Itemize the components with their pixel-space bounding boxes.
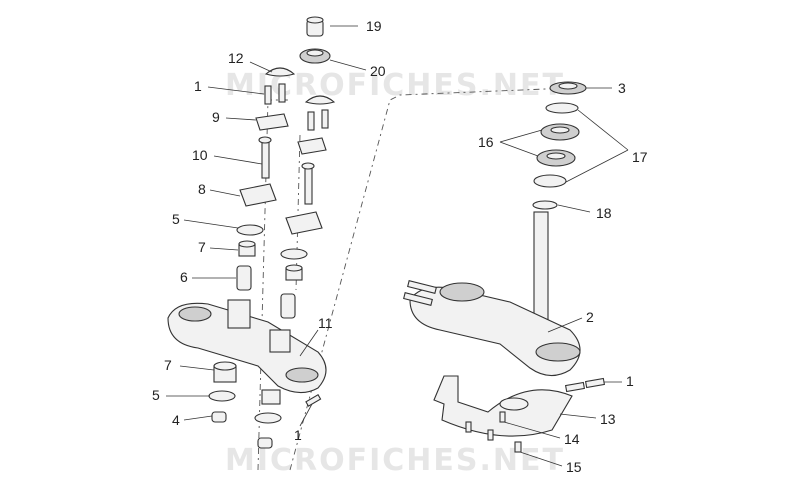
part-6-sleeves (236, 265, 296, 319)
callout-1-lower-left: 1 (294, 427, 302, 443)
part-7-bushings-upper (238, 240, 303, 281)
part-15-screw (514, 441, 522, 453)
watermark-bottom: MICROFICHES.NET (225, 443, 565, 478)
callout-1-top: 1 (194, 78, 202, 94)
part-2-steering-stem (403, 211, 581, 377)
part-9-clamp-right (297, 137, 327, 155)
callout-1-right: 1 (626, 373, 634, 389)
callout-13: 13 (600, 411, 616, 427)
part-16-bearing-lower (536, 149, 576, 167)
left-assembly (167, 16, 336, 449)
part-12-cap-left (264, 67, 296, 77)
callout-6: 6 (180, 269, 188, 285)
part-7-bushings-lower (213, 361, 281, 405)
part-5-washer-upper-left (236, 224, 264, 236)
callout-10: 10 (192, 147, 208, 163)
part-19-cap (306, 16, 324, 37)
callout-14: 14 (564, 431, 580, 447)
callout-3: 3 (618, 80, 626, 96)
part-5-washer-lower-left (208, 390, 236, 402)
leader-lines (166, 25, 629, 467)
part-5-washer-lower-right (254, 412, 282, 424)
part-14-screws (465, 411, 506, 441)
part-3-nut (549, 81, 587, 95)
part-5-washer-upper-right (280, 248, 308, 260)
part-8-clamp-right (285, 211, 323, 235)
callout-4: 4 (172, 412, 180, 428)
callout-12: 12 (228, 50, 244, 66)
callout-19: 19 (366, 18, 382, 34)
part-12-cap-right (304, 95, 336, 105)
callout-15: 15 (566, 459, 582, 475)
part-20-nut (299, 48, 331, 64)
callout-20: 20 (370, 63, 386, 79)
part-13-guard-plate (433, 375, 573, 437)
callout-11: 11 (318, 315, 333, 331)
callouts: 19 20 12 1 9 10 8 5 7 6 11 7 5 4 1 3 16 … (152, 18, 648, 475)
part-11-lower-yoke (167, 299, 327, 394)
callout-16: 16 (478, 134, 494, 150)
callout-18: 18 (596, 205, 612, 221)
part-17-race-2 (533, 174, 567, 188)
callout-17: 17 (632, 149, 648, 165)
part-1-bolts-top (264, 83, 329, 131)
callout-9: 9 (212, 109, 220, 125)
callout-8: 8 (198, 181, 206, 197)
callout-7-lower: 7 (164, 357, 172, 373)
part-18-ring (532, 200, 558, 210)
part-9-clamp-left (255, 113, 289, 131)
part-16-bearing-upper (540, 123, 580, 141)
right-assembly (403, 81, 606, 453)
callout-7-upper: 7 (198, 239, 206, 255)
part-10-long-bolts (258, 136, 315, 205)
callout-5-lower: 5 (152, 387, 160, 403)
part-17-race-1 (545, 102, 579, 114)
callout-5-upper: 5 (172, 211, 180, 227)
part-8-clamp-left (239, 183, 277, 207)
part-1-bolts-right (564, 377, 606, 393)
part-1-bolt-lower (305, 394, 322, 407)
part-4-cups (211, 411, 273, 449)
callout-2: 2 (586, 309, 594, 325)
